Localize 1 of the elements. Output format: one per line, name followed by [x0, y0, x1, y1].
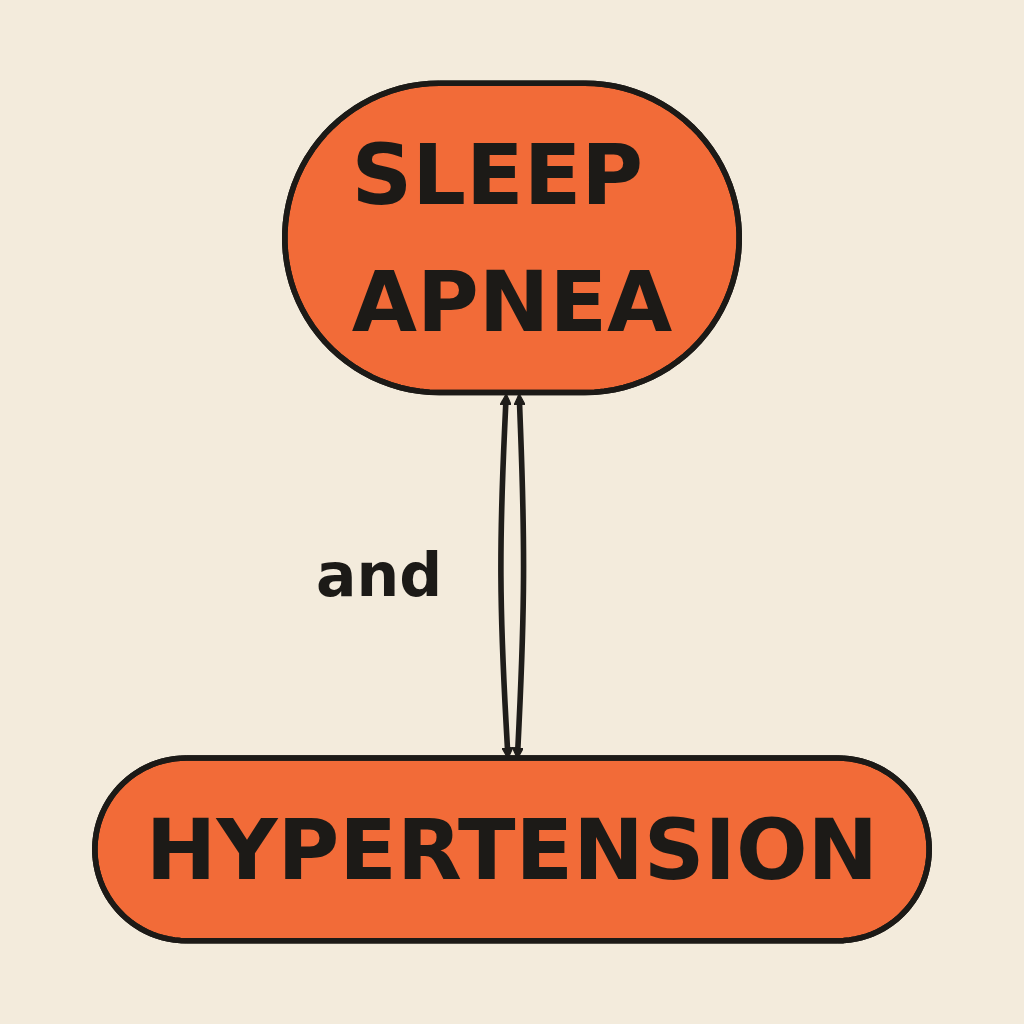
connecting-word-label: and — [316, 542, 443, 609]
